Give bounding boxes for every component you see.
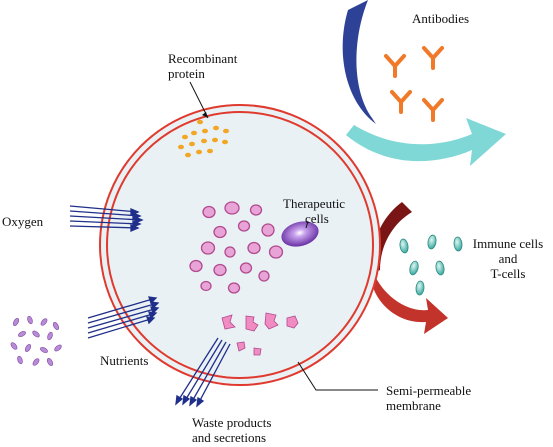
recombinant-protein-label: Recombinant protein bbox=[168, 51, 237, 81]
capsule-inner-ring bbox=[106, 111, 374, 379]
recombinant-protein-arrowhead bbox=[202, 112, 208, 118]
recombinant-protein-label-line1: Recombinant bbox=[168, 51, 238, 66]
membrane-label: Semi-permeable membrane bbox=[386, 383, 471, 413]
immune-cells bbox=[399, 234, 463, 296]
immune-cells-label: Immune cells and T-cells bbox=[466, 236, 550, 281]
capsule-outer-ring bbox=[99, 104, 381, 386]
nutrients-label: Nutrients bbox=[100, 353, 149, 368]
nutrient-particles bbox=[10, 315, 62, 366]
recombinant-protein-label-line2: protein bbox=[168, 66, 205, 81]
membrane-label-line1: Semi-permeable bbox=[386, 383, 472, 398]
immune-cells-label-line3: T-cells bbox=[490, 266, 526, 281]
therapeutic-cells-leader bbox=[305, 220, 309, 229]
waste-products-label-line1: Waste products bbox=[192, 415, 272, 430]
antibody-release-arrow bbox=[342, 0, 506, 166]
oxygen-arrows bbox=[69, 205, 144, 232]
oxygen-label: Oxygen bbox=[2, 214, 44, 229]
immune-cells-label-line1: Immune cells bbox=[472, 236, 544, 251]
nutrient-arrows bbox=[87, 296, 160, 339]
antibodies-label: Antibodies bbox=[412, 11, 470, 26]
immune-cells-label-line2: and bbox=[498, 251, 518, 266]
encapsulated-cells bbox=[189, 201, 284, 294]
capsule bbox=[99, 104, 381, 386]
waste-particles bbox=[221, 312, 299, 356]
therapeutic-cells-label-line2: cells bbox=[305, 211, 329, 226]
recombinant-protein-dots bbox=[178, 119, 229, 158]
therapeutic-cell bbox=[281, 221, 319, 247]
antibodies bbox=[384, 46, 444, 122]
waste-products-label-line2: and secretions bbox=[192, 430, 267, 445]
waste-out-arrows bbox=[175, 337, 231, 408]
waste-products-label: Waste products and secretions bbox=[192, 415, 271, 445]
therapeutic-cells-label-line1: Therapeutic bbox=[283, 196, 346, 211]
membrane-leader bbox=[297, 361, 378, 391]
membrane-label-line2: membrane bbox=[386, 398, 441, 413]
recombinant-protein-leader bbox=[189, 81, 209, 119]
therapeutic-cells-label: Therapeutic cells bbox=[283, 196, 345, 226]
